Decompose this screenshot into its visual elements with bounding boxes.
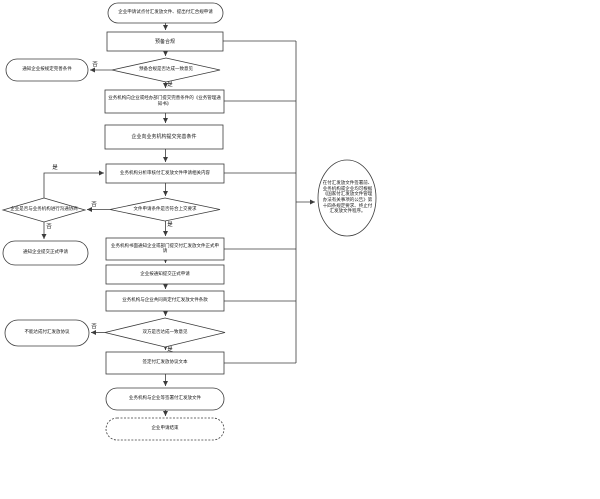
d-prep-shape[interactable] <box>111 57 221 83</box>
sign-shape[interactable] <box>105 387 225 411</box>
d-materials-shape[interactable] <box>109 197 221 222</box>
node-prep-label: 预备合规 <box>154 38 175 45</box>
end-shape[interactable] <box>105 417 225 441</box>
node-d-materials-label: 文件申请条件是否符合上交要求 <box>133 206 197 212</box>
node-written-notice-label: 业务机构书面通知企业或部门提交付汇发放文件正式申请 <box>111 243 219 255</box>
node-d-prep-label: 预备合规是否达成一致意见 <box>139 67 193 73</box>
node-negotiate-label: 业务机构与企业共同商定付汇发放文件条款 <box>122 298 208 304</box>
edge-label-yes-comm: 是 <box>52 165 58 171</box>
start-node-shape[interactable] <box>107 2 224 24</box>
note-ellipse-shape[interactable] <box>317 159 377 237</box>
node-end-label: 企业申请结束 <box>151 426 179 432</box>
node-submit-materials-label: 企业向业务机构提交完善条件 <box>131 134 197 140</box>
node-formal-submit-label: 企业按通知提交正式申请 <box>140 271 190 277</box>
notify-improve-shape[interactable] <box>5 58 89 82</box>
fail-shape[interactable] <box>4 319 90 347</box>
node-fail-label: 不能达成付汇发放协议 <box>24 330 70 336</box>
d-comm-shape[interactable] <box>1 197 87 223</box>
negotiate-shape[interactable] <box>105 290 225 312</box>
edge-label-no-comm: 否 <box>46 224 52 230</box>
notice-book-shape[interactable] <box>104 89 225 114</box>
edge-label-yes-materials: 是 <box>167 222 173 228</box>
review-shape[interactable] <box>105 163 225 184</box>
prep-node-shape[interactable] <box>106 31 224 52</box>
written-notice-shape[interactable] <box>105 237 225 261</box>
edge-label-no-materials: 否 <box>91 202 97 208</box>
edge-label-yes-prep: 是 <box>167 82 173 88</box>
edge-label-no-agree: 否 <box>91 324 97 330</box>
node-d-agree-label: 双方是否达成一致意见 <box>142 329 188 335</box>
node-sign-text-label: 签定付汇发放协议文本 <box>142 360 188 366</box>
node-sign-label: 业务机构与企业等签署付汇发放文件 <box>129 396 201 402</box>
notify-formal-shape[interactable] <box>2 240 89 266</box>
connector-lines <box>41 23 315 416</box>
formal-submit-shape[interactable] <box>105 264 225 285</box>
node-start-label: 企业申请试点付汇发放文件、提出付汇合规申请 <box>118 10 213 16</box>
edge-label-yes-agree: 是 <box>167 347 173 353</box>
edge-label-no-prep: 否 <box>92 62 98 68</box>
node-notice-book-label: 业务机构向企业或经办部门提交完善条件的《业务管理通知书》 <box>108 96 221 107</box>
node-notify-formal-label: 通知企业提交正式申请 <box>23 250 68 256</box>
d-agree-shape[interactable] <box>104 317 226 348</box>
submit-materials-shape[interactable] <box>104 124 224 150</box>
node-d-comm-label: 企业是否与业务机构进行沟通协商 <box>10 207 78 213</box>
node-notify-improve-label: 通知企业按规定完善条件 <box>22 67 72 73</box>
note-text: 在付汇发放文件签署前、业务机构或企业均可根据《国家付汇发放文件管理办法有关事项的… <box>322 181 373 215</box>
sign-text-shape[interactable] <box>105 351 225 375</box>
node-review-label: 业务机构分析审核付汇发放文件申请相关内容 <box>120 170 210 176</box>
node-outlines <box>1 2 377 441</box>
